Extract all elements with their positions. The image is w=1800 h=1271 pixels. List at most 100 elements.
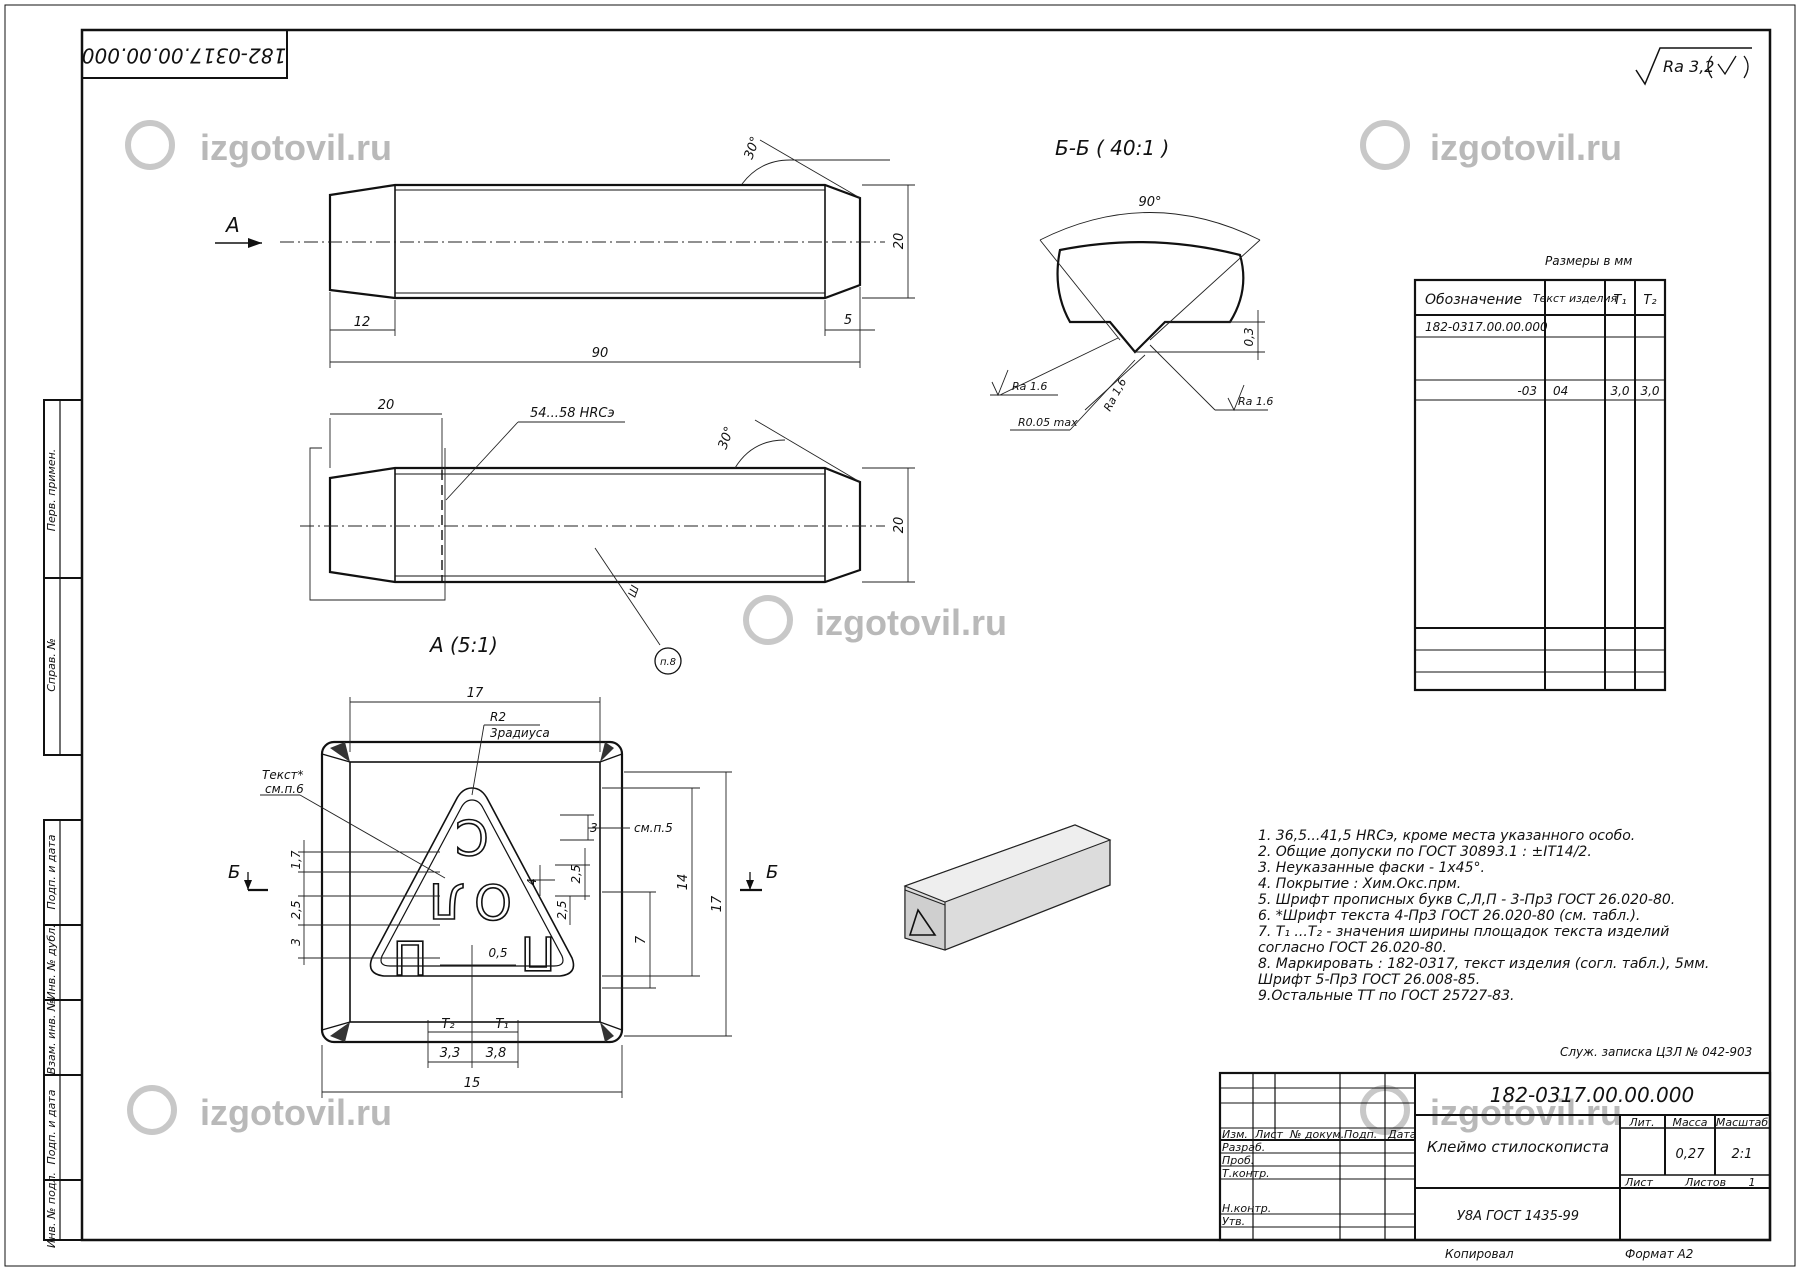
section-title: Б-Б ( 40:1 ): [1055, 136, 1169, 160]
side-label-4: Инв. № дубл.: [45, 924, 58, 999]
callout-circle: [654, 647, 682, 675]
rev-header-izm: Изм.: [1222, 1128, 1248, 1141]
note-7a: 7. T₁ ...T₂ - значения ширины площадок т…: [1258, 924, 1669, 940]
dim-17-v: 17: [710, 895, 725, 912]
side-label-7: Инв. № подл.: [45, 1172, 58, 1248]
table-row2-designation: -03: [1517, 384, 1537, 398]
callout-p8: п.8: [660, 657, 676, 668]
section-bb: Б-Б ( 40:1 ) 90° 0,3 Ra 1.6 Ra 1,6 Ra 1.…: [990, 136, 1273, 431]
title-name: Клеймо стилоскописта: [1427, 1138, 1609, 1156]
watermark-4: izgotovil.ru: [127, 1085, 392, 1135]
dim-3-3: 3,3: [440, 1046, 461, 1061]
arrow-a-label: А: [224, 213, 240, 237]
role-approve: Утв.: [1222, 1215, 1245, 1228]
rev-header-date: Дата: [1387, 1128, 1417, 1141]
title-block: Изм. Лист № докум. Подп. Дата Разраб. Пр…: [1218, 1071, 1772, 1261]
note-5: 5. Шрифт прописных букв С,Л,П - 3-Пр3 ГО…: [1258, 892, 1675, 908]
see-p5: см.п.5: [634, 821, 673, 835]
letter-o: О: [474, 876, 512, 932]
value-scale: 2:1: [1732, 1147, 1753, 1162]
note-9: 9.Остальные ТТ по ГОСТ 25727-83.: [1258, 988, 1514, 1004]
ra-right: Ra 1.6: [1238, 395, 1273, 408]
letter-p-left: П: [393, 932, 428, 986]
dim-0-5: 0,5: [488, 946, 507, 960]
r2-label: R2: [490, 710, 506, 724]
watermark-logo-icon: [1360, 120, 1410, 170]
note-4: 4. Покрытие : Хим.Окс.прм.: [1258, 876, 1461, 892]
dim-t1: T₁: [495, 1017, 508, 1032]
watermark-logo-icon: [743, 595, 793, 645]
watermark-text-1: izgotovil.ru: [200, 127, 392, 168]
copied-label: Копировал: [1445, 1247, 1514, 1261]
letter-p-right: П: [521, 926, 556, 980]
table-row2-text: 04: [1553, 384, 1568, 398]
rev-header-sign: Подп.: [1344, 1128, 1377, 1141]
table-header-text: Текст изделия: [1533, 292, 1618, 305]
dim-3-8: 3,8: [486, 1046, 507, 1061]
format-label: Формат А2: [1625, 1247, 1693, 1261]
view-a-title: А (5:1): [428, 633, 498, 657]
title-material: У8А ГОСТ 1435-99: [1457, 1209, 1579, 1224]
watermark-logo-icon: [125, 120, 175, 170]
note-7b: согласно ГОСТ 26.020-80.: [1258, 940, 1447, 956]
dim-2-5-mid: 2,5: [555, 900, 569, 919]
table-header-designation: Обозначение: [1425, 292, 1522, 308]
table-title: Размеры в мм: [1545, 254, 1632, 268]
roughness-general-label: Ra 3,2: [1663, 57, 1714, 76]
dim-15: 15: [464, 1076, 481, 1091]
note-1: 1. 36,5...41,5 HRCэ, кроме места указанн…: [1258, 828, 1635, 844]
section-radius: R0.05 max: [1018, 416, 1078, 429]
watermark-2: izgotovil.ru: [1360, 120, 1622, 170]
watermark-3: izgotovil.ru: [743, 595, 1007, 645]
letter-c: С: [455, 808, 489, 864]
role-tech-control: Т.контр.: [1222, 1167, 1270, 1180]
text-table: Размеры в мм Обозначение Текст изделия T…: [1413, 254, 1667, 692]
dim-2-5-right: 2,5: [569, 864, 583, 883]
text-note: Текст*: [262, 768, 304, 782]
note-2: 2. Общие допуски по ГОСТ 30893.1 : ±IT14…: [1258, 844, 1592, 860]
dim-5: 5: [844, 313, 852, 328]
section-mark-right: Б: [766, 862, 778, 883]
dim-20-mid-v: 20: [892, 517, 907, 534]
dim-1-7: 1,7: [289, 850, 303, 869]
watermark-5: izgotovil.ru: [1360, 1085, 1622, 1135]
side-label-3: Подп. и дата: [45, 834, 58, 909]
view-a: А (5:1) С Л О П П 17 15 3,3 3,8: [228, 633, 778, 1098]
top-drawing-number: 182-0317.00.00.000: [82, 44, 286, 68]
dim-20-top: 20: [892, 233, 907, 250]
outer-border: [4, 4, 1796, 1267]
title-designation: 182-0317.00.00.000: [1490, 1083, 1694, 1107]
dim-12: 12: [354, 315, 371, 330]
dim-4: 4: [525, 878, 539, 886]
dim-17-top: 17: [467, 686, 484, 701]
label-scale: Масштаб: [1716, 1116, 1768, 1129]
dim-14: 14: [676, 874, 691, 891]
section-mark-left: Б: [228, 862, 240, 883]
dim-20-mid: 20: [378, 398, 395, 413]
label-sheet: Лист: [1624, 1176, 1653, 1189]
watermark-text-4: izgotovil.ru: [200, 1092, 392, 1133]
table-row2-t1: 3,0: [1610, 384, 1629, 398]
watermark-logo-icon: [127, 1085, 177, 1135]
technical-notes: 1. 36,5...41,5 HRCэ, кроме места указанн…: [1258, 828, 1752, 1059]
table-header-t1: T₁: [1613, 293, 1626, 308]
roughness-general: Ra 3,2: [1635, 47, 1752, 86]
label-sheets: Листов: [1684, 1176, 1726, 1189]
rev-header-doc: № докум.: [1289, 1128, 1344, 1141]
top-number-box: 182-0317.00.00.000: [81, 29, 288, 79]
text-note-ref: см.п.6: [265, 782, 304, 796]
r2-note: 3радиуса: [490, 726, 550, 740]
middle-view: 20 54...58 HRCэ 30° 20 Ш п.8: [300, 398, 915, 675]
table-row1-designation: 182-0317.00.00.000: [1425, 320, 1548, 334]
section-depth: 0,3: [1242, 327, 1256, 346]
side-label-5: Взам. инв. №: [45, 1000, 58, 1075]
watermark-text-3: izgotovil.ru: [815, 602, 1007, 643]
letter-l: Л: [429, 872, 465, 928]
section-angle: 90°: [1138, 195, 1161, 210]
role-developer: Разраб.: [1222, 1141, 1265, 1154]
side-label-1: Перв. примен.: [45, 449, 58, 532]
dim-30deg-top: 30°: [742, 135, 764, 162]
side-stamp: Перв. примен. Справ. № Подп. и дата Инв.…: [43, 399, 83, 1248]
role-checker: Проб.: [1222, 1154, 1254, 1167]
dim-90: 90: [592, 346, 609, 361]
